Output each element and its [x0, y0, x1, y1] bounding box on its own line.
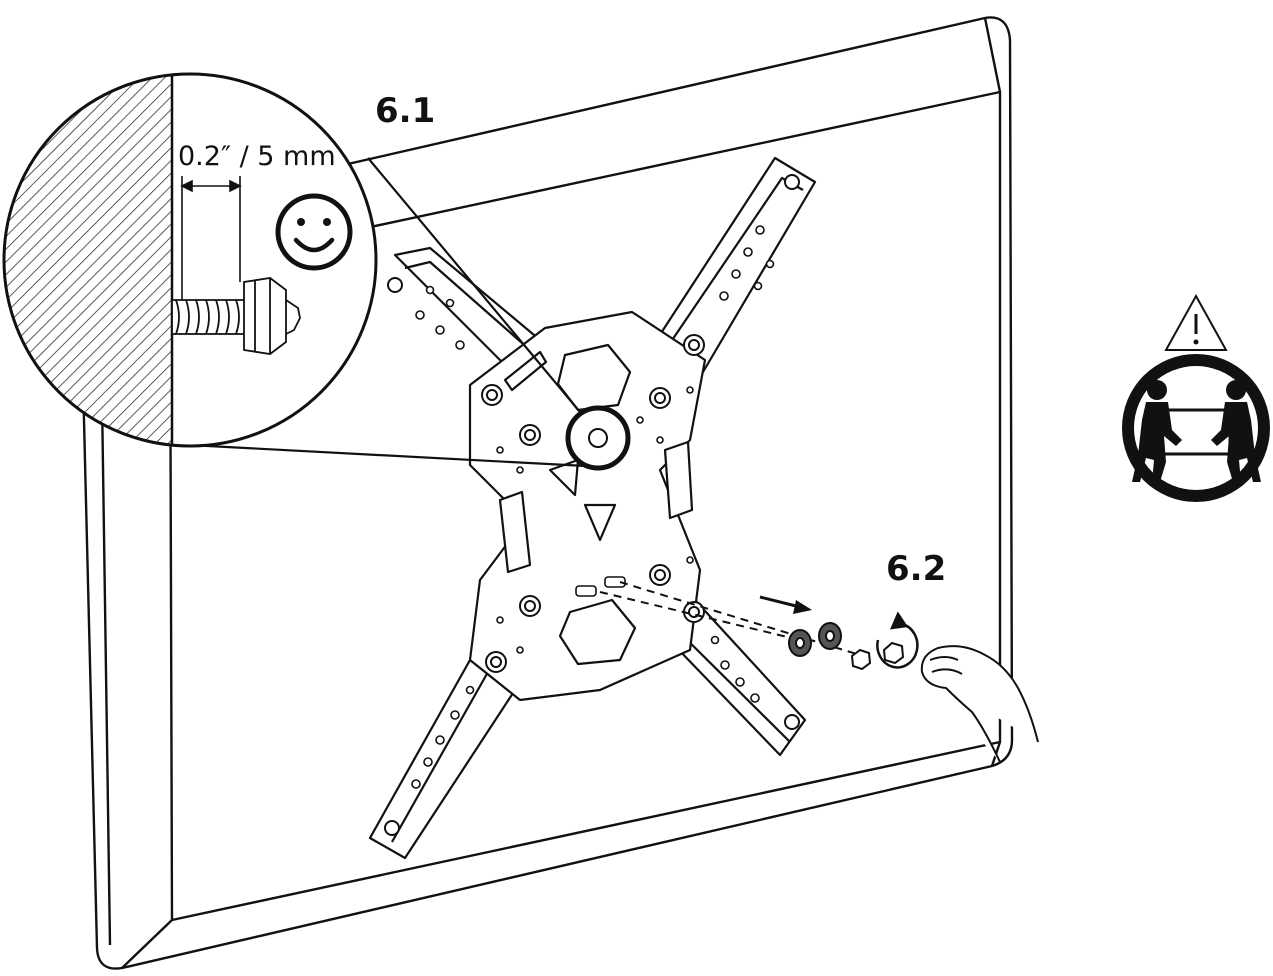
spacers: [575, 576, 626, 597]
warning-triangle-icon: [1164, 293, 1228, 351]
step-label-6-2: 6.2: [886, 549, 946, 589]
direction-arrow-icon: [759, 595, 812, 614]
two-person-lift-icon: [1122, 354, 1270, 502]
washers: [788, 622, 842, 657]
dimension-label: 0.2″ / 5 mm: [178, 141, 336, 172]
nuts: [850, 641, 905, 671]
hand-illustration: [920, 645, 1039, 763]
dimension-marker: [180, 176, 242, 300]
step-label-6-1: 6.1: [375, 91, 435, 131]
corner-screws: [384, 174, 800, 836]
smiley-face-icon: [275, 193, 353, 271]
clockwise-rotate-arrow-icon: [876, 611, 919, 669]
bracket-holes: [411, 225, 775, 789]
zoom-connector-lines: [169, 157, 587, 468]
screw: [171, 277, 301, 355]
dashed-alignment-lines: [599, 581, 861, 656]
